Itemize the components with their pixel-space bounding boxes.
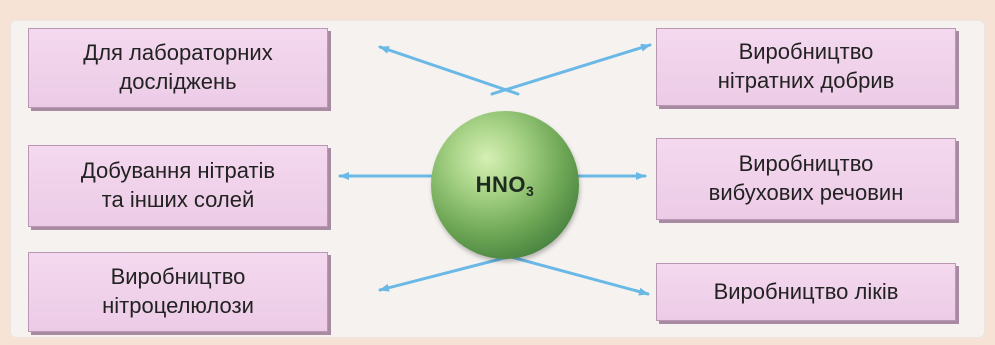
box-line: досліджень — [119, 69, 237, 94]
box-line: та інших солей — [101, 187, 255, 212]
formula-text: HNO — [475, 171, 527, 197]
box-line: Виробництво ліків — [713, 278, 899, 304]
arrow-to-medicines — [498, 252, 650, 296]
box-line: Добування нітратів — [80, 158, 276, 184]
box-line: Для лабораторних — [83, 40, 273, 66]
box-fertilizers: Виробництво нітратних добрив — [656, 28, 956, 106]
arrow-to-nitrocellulose — [378, 252, 522, 292]
box-line: Виробництво — [110, 264, 246, 290]
box-explosives: Виробництво вибухових речовин — [656, 138, 956, 220]
arrow-to-lab — [378, 45, 520, 96]
box-nitrocellulose: Виробництво нітроцелюлози — [28, 252, 328, 332]
box-line: Виробництво — [738, 151, 874, 177]
box-laboratory-research: Для лабораторних досліджень — [28, 28, 328, 108]
box-line: Виробництво — [738, 39, 874, 65]
box-medicines: Виробництво ліків — [656, 263, 956, 321]
box-line: нітратних добрив — [717, 68, 895, 93]
center-formula: HNO3 — [476, 172, 535, 199]
hno3-sphere: HNO3 — [431, 111, 579, 259]
box-line: вибухових речовин — [708, 180, 904, 205]
box-nitrate-production: Добування нітратів та інших солей — [28, 145, 328, 227]
arrow-to-fertilizers — [490, 43, 652, 96]
formula-subscript: 3 — [526, 182, 535, 199]
box-line: нітроцелюлози — [102, 293, 254, 318]
